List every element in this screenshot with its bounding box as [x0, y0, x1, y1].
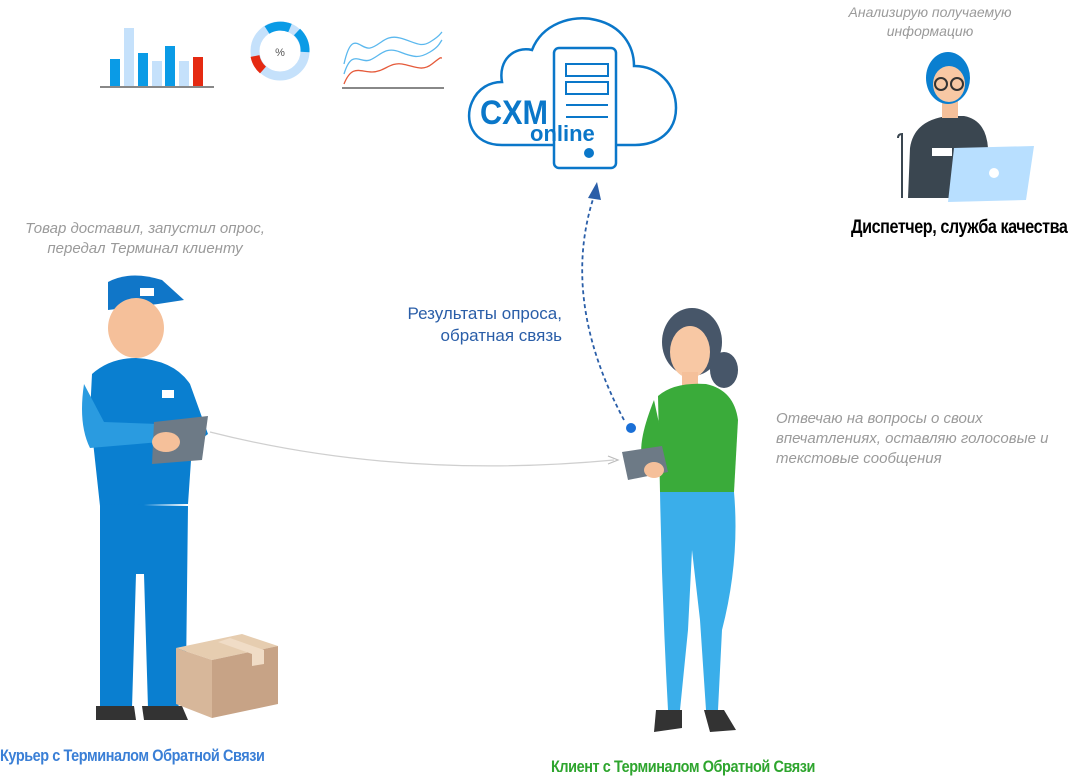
courier-figure	[82, 275, 208, 720]
logo-sub-text: online	[530, 121, 595, 146]
line-chart-icon	[342, 31, 444, 89]
dispatcher-caption: Диспетчер, служба качества	[851, 217, 1068, 238]
courier-note: Товар доставил, запустил опрос, передал …	[10, 219, 280, 259]
dispatcher-note-line2: информацию	[886, 23, 974, 39]
bar-chart-icon	[100, 28, 214, 88]
donut-chart-icon: %	[250, 21, 310, 81]
courier-note-line2: передал Терминал клиенту	[47, 240, 243, 257]
client-note: Отвечаю на вопросы о своих впечатлениях,…	[776, 409, 1076, 469]
client-caption: Клиент с Терминалом Обратной Связи	[551, 757, 815, 776]
client-note-line2: впечатлениях, оставляю голосовые и	[776, 430, 1049, 447]
logo-main-text: CXM	[480, 94, 548, 132]
courier-caption: Курьер с Терминалом Обратной Связи	[0, 746, 265, 765]
client-note-line1: Отвечаю на вопросы о своих	[776, 410, 983, 427]
flow-label: Результаты опроса, обратная связь	[340, 303, 562, 347]
dispatcher-note: Анализирую получаемую информацию	[820, 3, 1040, 41]
flow-label-line1: Результаты опроса,	[407, 304, 562, 323]
cxm-online-cloud-logo: CXM online	[467, 17, 678, 170]
dispatcher-figure	[897, 52, 1034, 202]
courier-note-line1: Товар доставил, запустил опрос,	[25, 220, 265, 237]
flow-label-line2: обратная связь	[440, 326, 562, 345]
client-figure	[622, 308, 738, 732]
dispatcher-note-line1: Анализирую получаемую	[848, 4, 1012, 20]
donut-label: %	[275, 47, 285, 59]
parcel-box	[176, 634, 278, 718]
client-note-line3: текстовые сообщения	[776, 450, 942, 467]
